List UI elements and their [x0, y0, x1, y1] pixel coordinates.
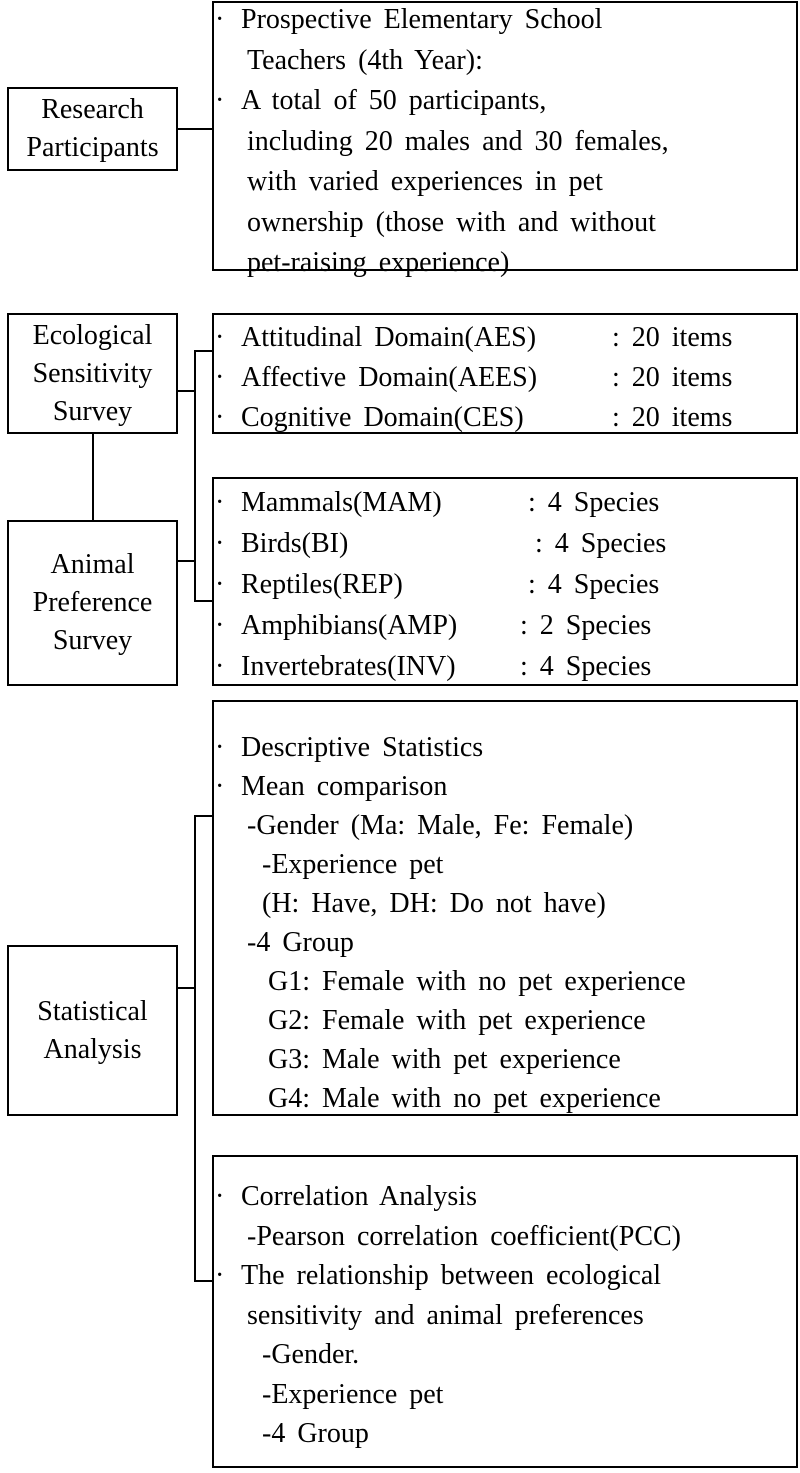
- bullet-icon: ·: [215, 732, 225, 763]
- domain-label: Attitudinal Domain(AES): [241, 322, 537, 353]
- species-label: Mammals(MAM): [241, 487, 442, 518]
- species-value: : 4 Species: [535, 528, 667, 559]
- text-line: sensitivity and animal preferences: [247, 1299, 644, 1331]
- bracket: [194, 350, 196, 602]
- bullet-icon: ·: [215, 1260, 225, 1291]
- domain-label: Affective Domain(AEES): [241, 362, 538, 393]
- bullet-icon: ·: [215, 487, 225, 518]
- domain-label: Cognitive Domain(CES): [241, 402, 524, 433]
- domain-value: : 20 items: [612, 362, 733, 393]
- text-line: Prospective Elementary School: [241, 4, 603, 35]
- text-line: G1: Female with no pet experience: [268, 966, 686, 997]
- bullet-icon: ·: [215, 322, 225, 353]
- ecological-sensitivity-label: Ecological Sensitivity Survey: [32, 319, 153, 427]
- species-value: : 4 Species: [520, 651, 652, 682]
- ecological-sensitivity-box: Ecological Sensitivity Survey: [7, 313, 178, 434]
- connector: [194, 1280, 212, 1282]
- text-line: Correlation Analysis: [241, 1181, 477, 1212]
- connector: [92, 434, 94, 520]
- text-line: -Experience pet: [262, 849, 444, 880]
- bullet-icon: ·: [215, 569, 225, 600]
- animal-preference-box: Animal Preference Survey: [7, 520, 178, 686]
- text-line: including 20 males and 30 females,: [247, 125, 669, 157]
- bullet-icon: ·: [215, 771, 225, 802]
- correlation-analysis-box: [212, 1155, 798, 1468]
- text-line: A total of 50 participants,: [241, 85, 547, 116]
- text-line: ownership (those with and without: [247, 206, 656, 238]
- bullet-icon: ·: [215, 362, 225, 393]
- participants-detail-box: [212, 1, 798, 271]
- text-line: pet-raising experience): [247, 247, 510, 278]
- ecological-domains-box: [212, 313, 798, 434]
- domain-value: : 20 items: [612, 322, 733, 353]
- domain-value: : 20 items: [612, 402, 733, 433]
- species-label: Birds(BI): [241, 528, 349, 559]
- research-participants-box: Research Participants: [7, 87, 178, 171]
- text-line: Teachers (4th Year):: [247, 44, 483, 76]
- bullet-icon: ·: [215, 528, 225, 559]
- text-line: -Gender (Ma: Male, Fe: Female): [247, 810, 634, 841]
- species-value: : 2 Species: [520, 610, 652, 641]
- mean-comparison-box: [212, 700, 798, 1116]
- connector: [178, 128, 212, 130]
- species-value: : 4 Species: [528, 569, 660, 600]
- text-line: G2: Female with pet experience: [268, 1005, 646, 1036]
- connector: [194, 600, 212, 602]
- text-line: (H: Have, DH: Do not have): [262, 888, 606, 919]
- text-line: The relationship between ecological: [241, 1260, 662, 1291]
- species-value: : 4 Species: [528, 487, 660, 518]
- connector: [178, 560, 195, 562]
- bullet-icon: ·: [215, 610, 225, 641]
- bracket: [194, 815, 196, 1282]
- text-line: G4: Male with no pet experience: [268, 1083, 661, 1114]
- text-line: Descriptive Statistics: [241, 732, 484, 763]
- research-participants-label: Research Participants: [26, 94, 159, 163]
- statistical-analysis-box: Statistical Analysis: [7, 945, 178, 1116]
- text-line: -4 Group: [262, 1418, 369, 1449]
- species-label: Invertebrates(INV): [241, 651, 456, 682]
- species-label: Amphibians(AMP): [241, 610, 458, 641]
- connector: [178, 987, 195, 989]
- text-line: with varied experiences in pet: [247, 166, 603, 197]
- text-line: G3: Male with pet experience: [268, 1044, 621, 1075]
- species-label: Reptiles(REP): [241, 569, 403, 600]
- text-line: -Experience pet: [262, 1378, 444, 1410]
- text-line: -Gender.: [262, 1339, 360, 1370]
- text-line: -4 Group: [247, 927, 354, 958]
- connector: [178, 390, 195, 392]
- connector: [194, 350, 212, 352]
- bullet-icon: ·: [215, 651, 225, 682]
- bullet-icon: ·: [215, 402, 225, 433]
- animal-preference-label: Animal Preference Survey: [32, 549, 153, 656]
- text-line: Mean comparison: [241, 771, 448, 802]
- text-line: -Pearson correlation coefficient(PCC): [247, 1220, 682, 1252]
- bullet-icon: ·: [215, 1181, 225, 1212]
- bullet-icon: ·: [215, 4, 225, 35]
- connector: [194, 815, 212, 817]
- bullet-icon: ·: [215, 85, 225, 116]
- statistical-analysis-label: Statistical Analysis: [37, 995, 148, 1065]
- animal-species-box: [212, 477, 798, 686]
